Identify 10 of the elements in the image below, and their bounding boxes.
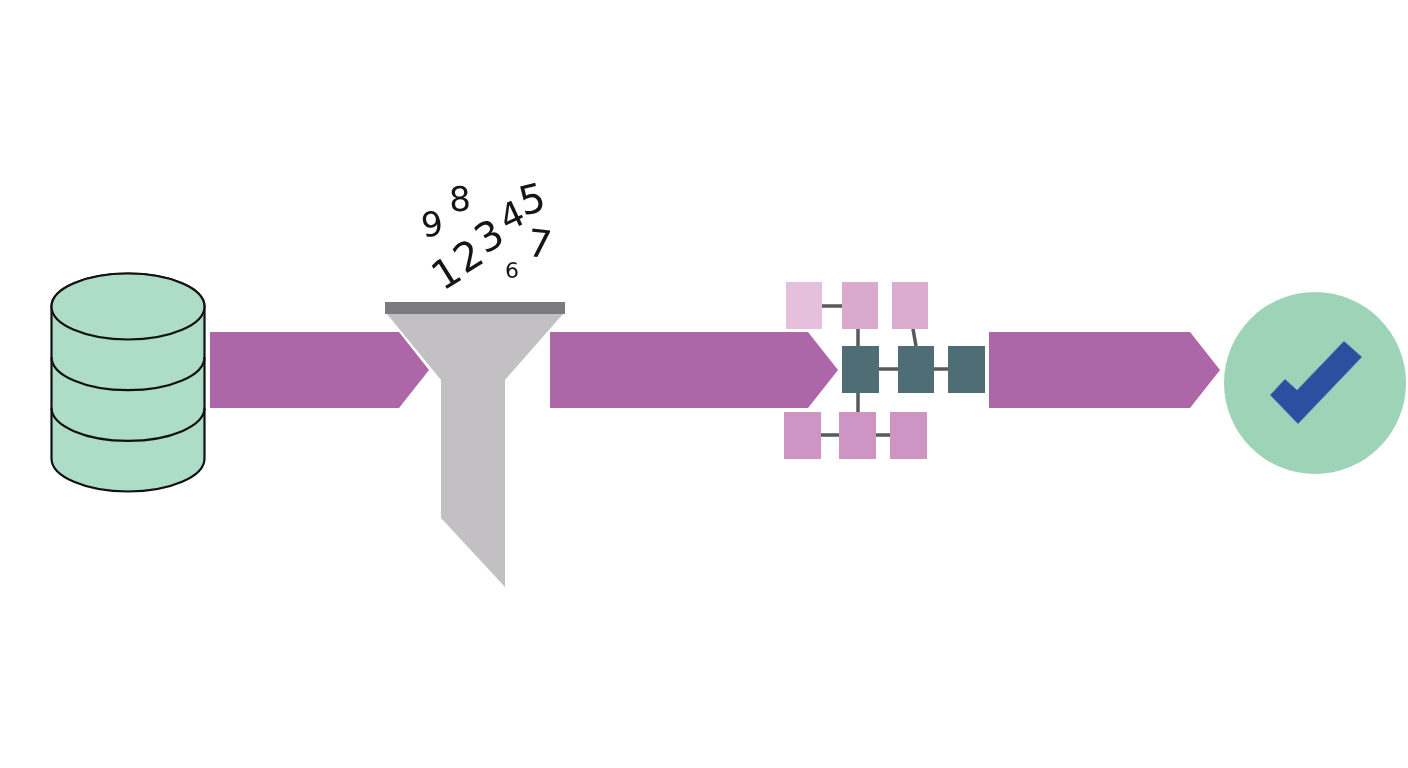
block-arrow: [989, 332, 1220, 408]
database-cylinder: [50, 272, 206, 493]
block-arrow: [210, 332, 429, 408]
digit-label: 8: [448, 181, 472, 217]
block-network-drawing: [784, 282, 985, 459]
digit-label: 6: [505, 260, 519, 282]
funnel: [385, 302, 565, 587]
digit-label: 9: [418, 205, 446, 243]
block-arrow: [550, 332, 838, 408]
digit-label: 7: [526, 223, 554, 265]
